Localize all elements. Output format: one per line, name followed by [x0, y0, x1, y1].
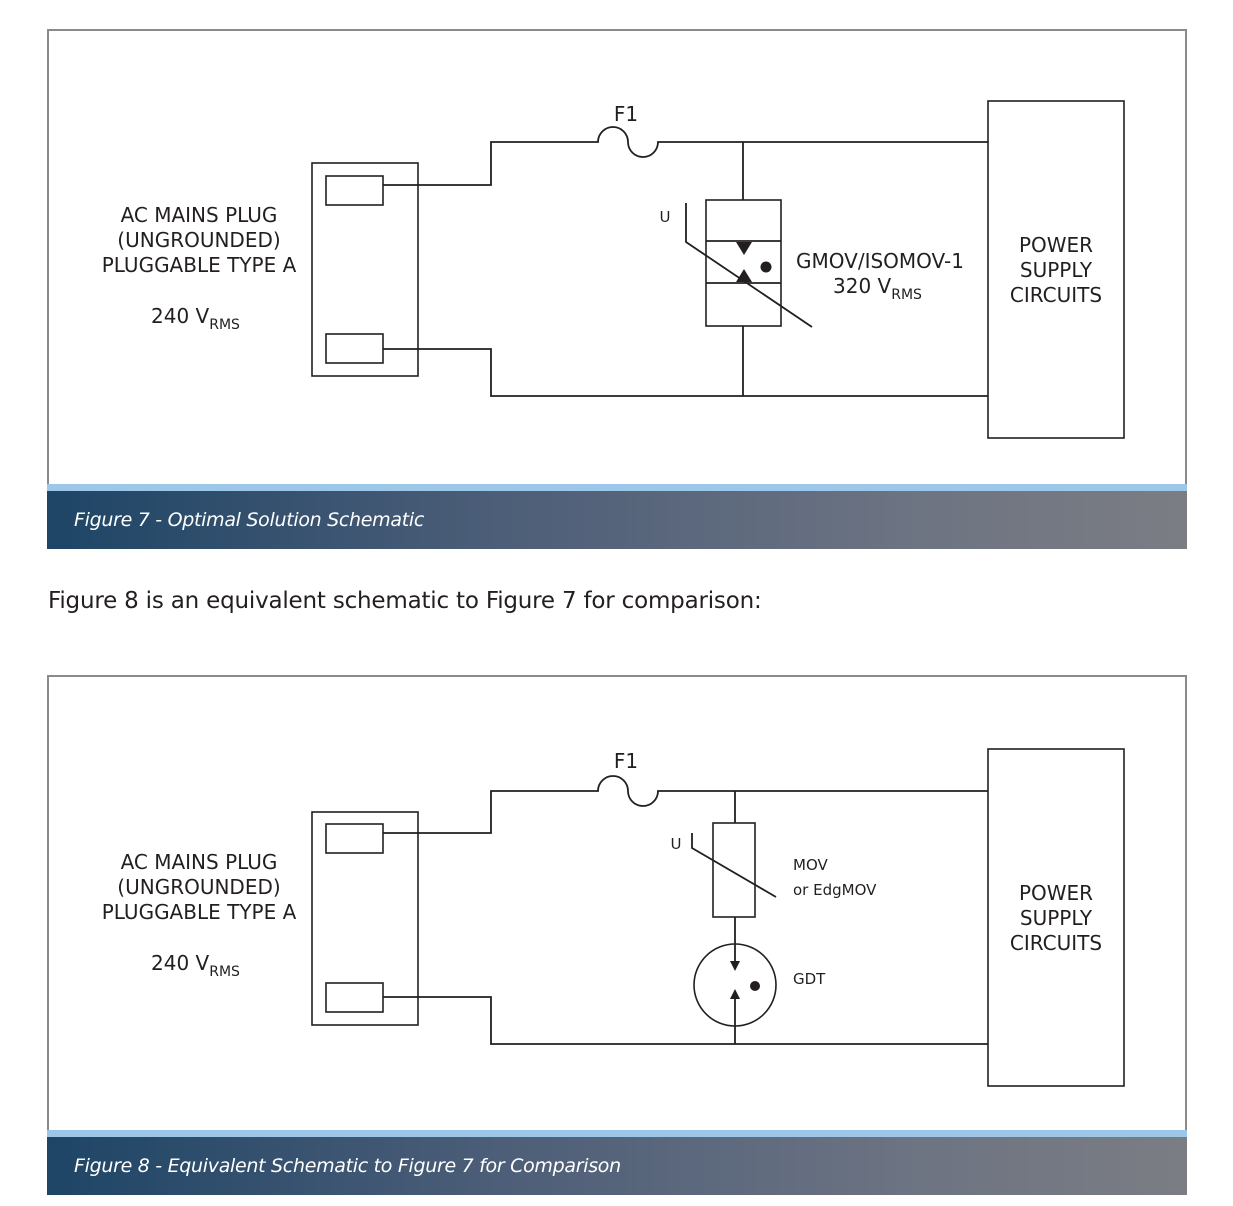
figure-7-caption: Figure 7 - Optimal Solution Schematic — [74, 509, 424, 531]
power-supply-box — [987, 100, 1125, 439]
plug-label-line-2: (UNGROUNDED) — [117, 228, 280, 252]
voltage-label: 240 VRMS — [151, 304, 240, 333]
plug-label-line-2: (UNGROUNDED) — [117, 875, 280, 899]
figure-8-schematic: F1 U MOV or EdgMOV GDT AC MAINS PLUG (UN… — [102, 748, 1125, 1087]
bottom-wire — [383, 996, 988, 1045]
load-label-line-1: POWER — [1019, 233, 1093, 257]
plug-label-line-1: AC MAINS PLUG — [121, 203, 278, 227]
top-wire-with-fuse — [383, 126, 988, 186]
fuse-label: F1 — [614, 749, 638, 773]
varistor-slash-icon — [685, 203, 813, 328]
gdt-label: GDT — [793, 970, 826, 988]
load-label-line-2: SUPPLY — [1020, 906, 1093, 930]
fuse-label: F1 — [614, 102, 638, 126]
plug-prong-bottom — [325, 333, 384, 364]
plug-prong-top — [325, 823, 384, 854]
figure-7: F1 U AC MAINS PLUG (UNGROUNDED) PLUGGABL… — [47, 29, 1187, 549]
figure-7-schematic: F1 U AC MAINS PLUG (UNGROUNDED) PLUGGABL… — [102, 100, 1125, 439]
power-supply-box — [987, 748, 1125, 1087]
caption-accent-strip — [47, 484, 1187, 491]
plug-prong-bottom — [325, 982, 384, 1013]
gmov-rating: 320 VRMS — [833, 274, 922, 303]
figure-8-frame: F1 U MOV or EdgMOV GDT AC MAINS PLUG (UN… — [47, 675, 1187, 1130]
mov-label-line-1: MOV — [793, 856, 828, 874]
plug-label-line-3: PLUGGABLE TYPE A — [102, 900, 297, 924]
bottom-wire — [383, 348, 988, 397]
figure-8: F1 U MOV or EdgMOV GDT AC MAINS PLUG (UN… — [47, 675, 1187, 1195]
u-label: U — [671, 835, 682, 853]
gas-dot-icon — [750, 981, 760, 991]
load-label-line-1: POWER — [1019, 881, 1093, 905]
plug-label-line-1: AC MAINS PLUG — [121, 850, 278, 874]
u-label: U — [660, 208, 671, 226]
gdt-arrow-down-icon — [730, 961, 740, 971]
voltage-label: 240 VRMS — [151, 951, 240, 980]
top-wire-with-fuse — [383, 775, 988, 834]
gdt-arrow-down-icon — [736, 242, 752, 255]
load-label-line-3: CIRCUITS — [1010, 931, 1102, 955]
caption-body: Figure 8 - Equivalent Schematic to Figur… — [47, 1137, 1187, 1195]
figure-7-frame: F1 U AC MAINS PLUG (UNGROUNDED) PLUGGABL… — [47, 29, 1187, 484]
load-label-line-2: SUPPLY — [1020, 258, 1093, 282]
load-label-line-3: CIRCUITS — [1010, 283, 1102, 307]
mov-body — [712, 822, 756, 918]
figure-8-caption-bar: Figure 8 - Equivalent Schematic to Figur… — [47, 1130, 1187, 1195]
caption-body: Figure 7 - Optimal Solution Schematic — [47, 491, 1187, 549]
caption-accent-strip — [47, 1130, 1187, 1137]
figure-8-caption: Figure 8 - Equivalent Schematic to Figur… — [74, 1155, 621, 1177]
mov-label-line-2: or EdgMOV — [793, 881, 877, 899]
gdt-arrow-up-icon — [730, 989, 740, 999]
plug-label-line-3: PLUGGABLE TYPE A — [102, 253, 297, 277]
body-paragraph: Figure 8 is an equivalent schematic to F… — [48, 588, 762, 614]
plug-prong-top — [325, 175, 384, 206]
gmov-label: GMOV/ISOMOV-1 — [796, 249, 964, 273]
gas-dot-icon — [760, 261, 772, 273]
mov-varistor-slash-icon — [691, 833, 777, 898]
figure-7-caption-bar: Figure 7 - Optimal Solution Schematic — [47, 484, 1187, 549]
